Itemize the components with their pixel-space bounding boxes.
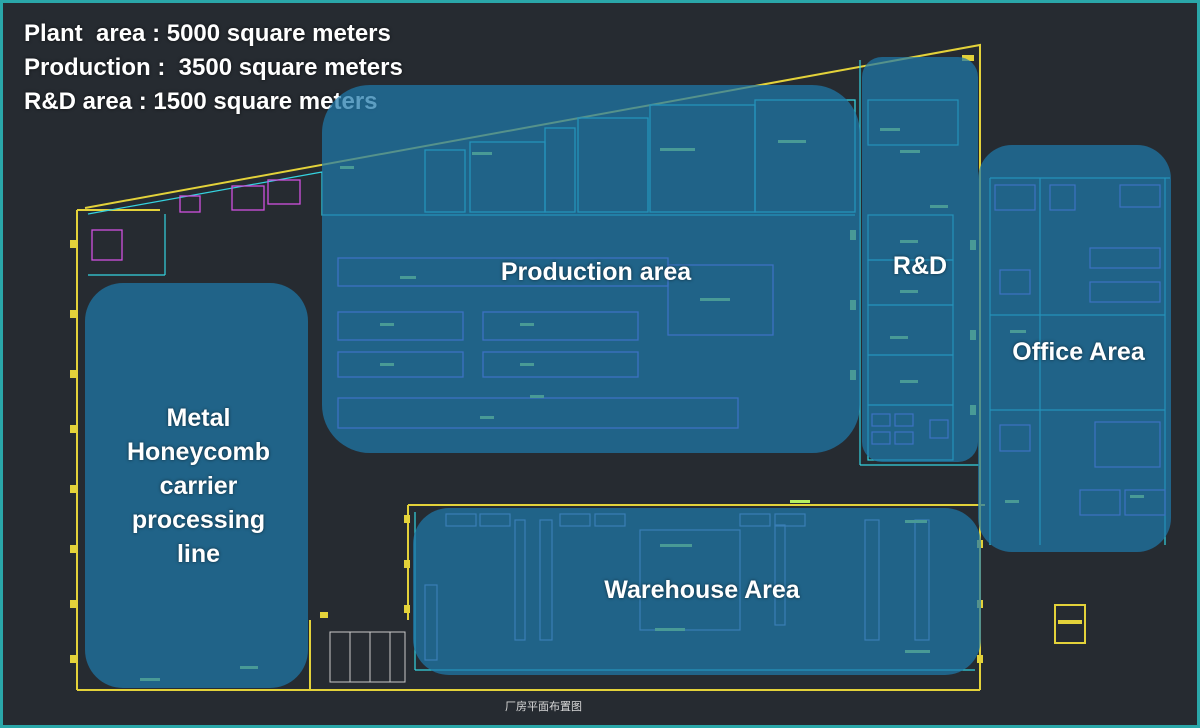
rd-area-text: R&D area : 1500 square meters — [24, 88, 378, 115]
production-area-label: Production area — [500, 258, 692, 286]
metal-honeycomb-zone: Metal Honeycomb carrier processing line — [85, 283, 308, 688]
rd-label: R&D — [892, 252, 948, 280]
warehouse-area-zone: Warehouse Area — [413, 508, 981, 675]
office-area-zone: Office Area — [978, 145, 1171, 552]
warehouse-area-label: Warehouse Area — [604, 576, 800, 604]
bottom-room — [329, 631, 406, 683]
plant-area-text: Plant area : 5000 square meters — [24, 20, 391, 47]
rd-zone: R&D — [862, 57, 978, 462]
small-rooms-magenta — [91, 179, 301, 261]
production-area-zone: Production area — [322, 85, 860, 453]
production-area-text: Production : 3500 square meters — [24, 54, 403, 81]
metal-honeycomb-label: Metal Honeycomb carrier processing line — [126, 404, 271, 568]
office-area-label: Office Area — [1012, 338, 1145, 366]
drawing-caption: 厂房平面布置图 — [505, 700, 582, 713]
